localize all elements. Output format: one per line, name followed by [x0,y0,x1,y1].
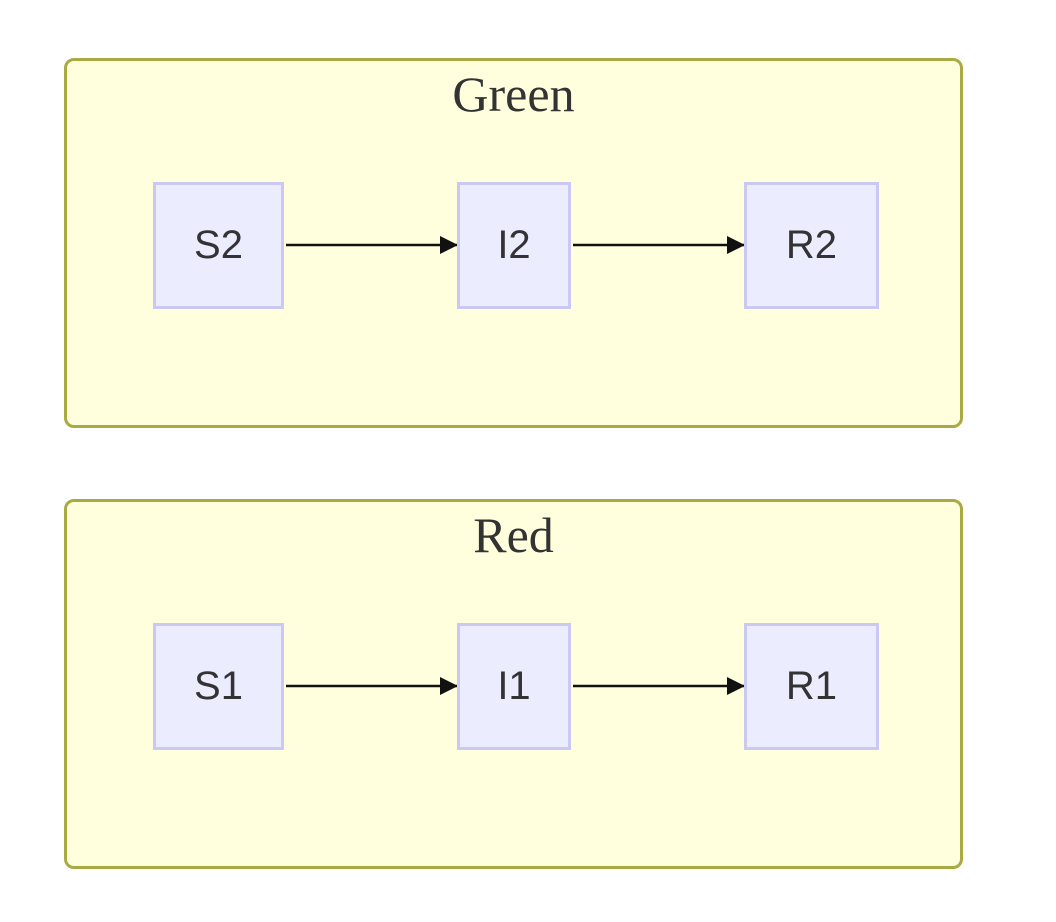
node-i2[interactable]: I2 [457,182,571,309]
node-r1[interactable]: R1 [744,623,879,750]
cluster-red: Red S1 I1 R1 [64,499,963,869]
cluster-title: Red [473,507,554,563]
cluster-green: Green S2 I2 R2 [64,58,963,428]
node-i1[interactable]: I1 [457,623,571,750]
arrowhead-i2-r2 [727,236,745,254]
arrowhead-s1-i1 [440,677,458,695]
node-r2[interactable]: R2 [744,182,879,309]
cluster-title: Green [452,66,575,122]
node-s2[interactable]: S2 [153,182,284,309]
arrowhead-s2-i2 [440,236,458,254]
arrowhead-i1-r1 [727,677,745,695]
node-s1[interactable]: S1 [153,623,284,750]
